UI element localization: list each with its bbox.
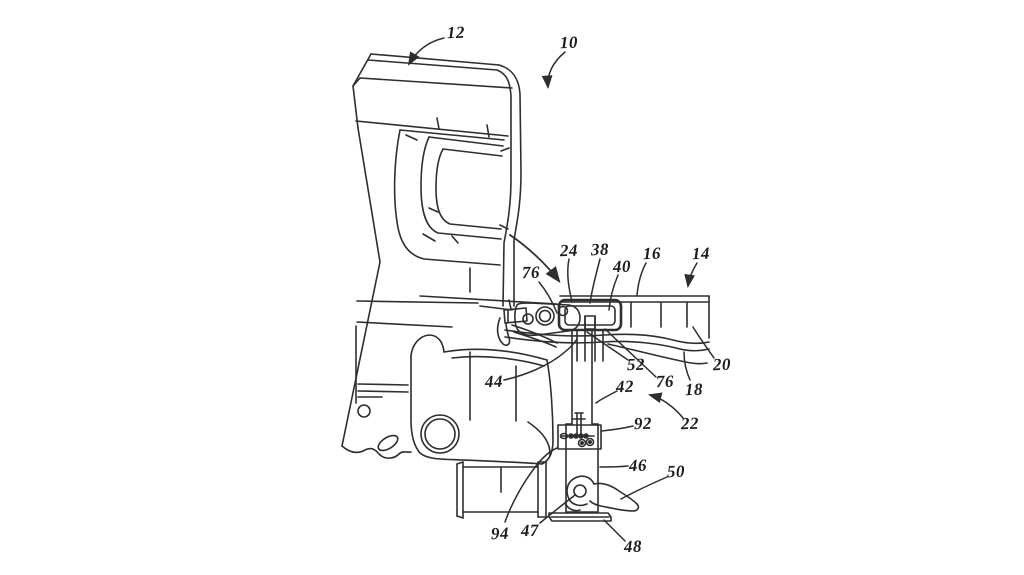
clamp-bracket bbox=[557, 298, 623, 362]
ref-label-46: 46 bbox=[628, 455, 648, 476]
leader-47 bbox=[539, 494, 576, 524]
ref-label-18: 18 bbox=[684, 379, 704, 400]
motion-arrow bbox=[509, 234, 561, 283]
leader-46 bbox=[599, 465, 629, 468]
leader-10 bbox=[541, 51, 566, 90]
leader-40 bbox=[608, 274, 619, 311]
leader-48 bbox=[603, 519, 626, 542]
leader-38 bbox=[589, 258, 601, 304]
truck-bed bbox=[341, 53, 558, 447]
leader-22 bbox=[648, 392, 684, 419]
leader-20 bbox=[692, 326, 715, 359]
left-frame-bracket bbox=[341, 383, 460, 459]
ref-label-52: 52 bbox=[626, 354, 646, 375]
leader-42 bbox=[595, 390, 618, 404]
leader-44 bbox=[503, 338, 578, 381]
leader-14 bbox=[684, 262, 698, 289]
leader-12 bbox=[407, 37, 445, 66]
leader-76-upper bbox=[538, 281, 558, 314]
bumper-band bbox=[504, 329, 710, 365]
ref-label-38: 38 bbox=[590, 239, 610, 260]
foot-plate bbox=[548, 512, 612, 522]
leader-76-lower bbox=[604, 328, 657, 378]
bracket-44 bbox=[410, 334, 554, 465]
ref-label-76-lower: 76 bbox=[655, 371, 675, 392]
leader-24 bbox=[567, 258, 573, 303]
ref-label-50: 50 bbox=[666, 461, 686, 482]
ref-label-48: 48 bbox=[623, 536, 643, 557]
ref-label-16: 16 bbox=[642, 243, 662, 264]
leader-18 bbox=[683, 351, 691, 381]
leader-94 bbox=[504, 447, 558, 523]
bed-pocket bbox=[393, 117, 510, 266]
ref-label-42: 42 bbox=[615, 376, 635, 397]
ref-label-94: 94 bbox=[490, 523, 510, 544]
ref-label-14: 14 bbox=[691, 243, 711, 264]
leader-lines bbox=[407, 37, 715, 542]
ref-label-92: 92 bbox=[633, 413, 653, 434]
release-lever bbox=[564, 475, 640, 512]
ref-label-24: 24 bbox=[559, 240, 579, 261]
leader-52 bbox=[586, 331, 629, 361]
leader-16 bbox=[636, 262, 647, 296]
ref-label-76-upper: 76 bbox=[521, 262, 541, 283]
ref-label-12: 12 bbox=[446, 22, 466, 43]
leader-92 bbox=[601, 425, 634, 432]
leader-50 bbox=[620, 476, 668, 500]
ref-label-20: 20 bbox=[712, 354, 732, 375]
ref-label-47: 47 bbox=[520, 520, 540, 541]
ref-label-10: 10 bbox=[559, 32, 579, 53]
ref-label-40: 40 bbox=[612, 256, 632, 277]
ref-label-22: 22 bbox=[680, 413, 700, 434]
ref-label-44: 44 bbox=[484, 371, 504, 392]
ratchet-mechanism bbox=[557, 412, 602, 450]
frame-rail bbox=[559, 295, 710, 339]
